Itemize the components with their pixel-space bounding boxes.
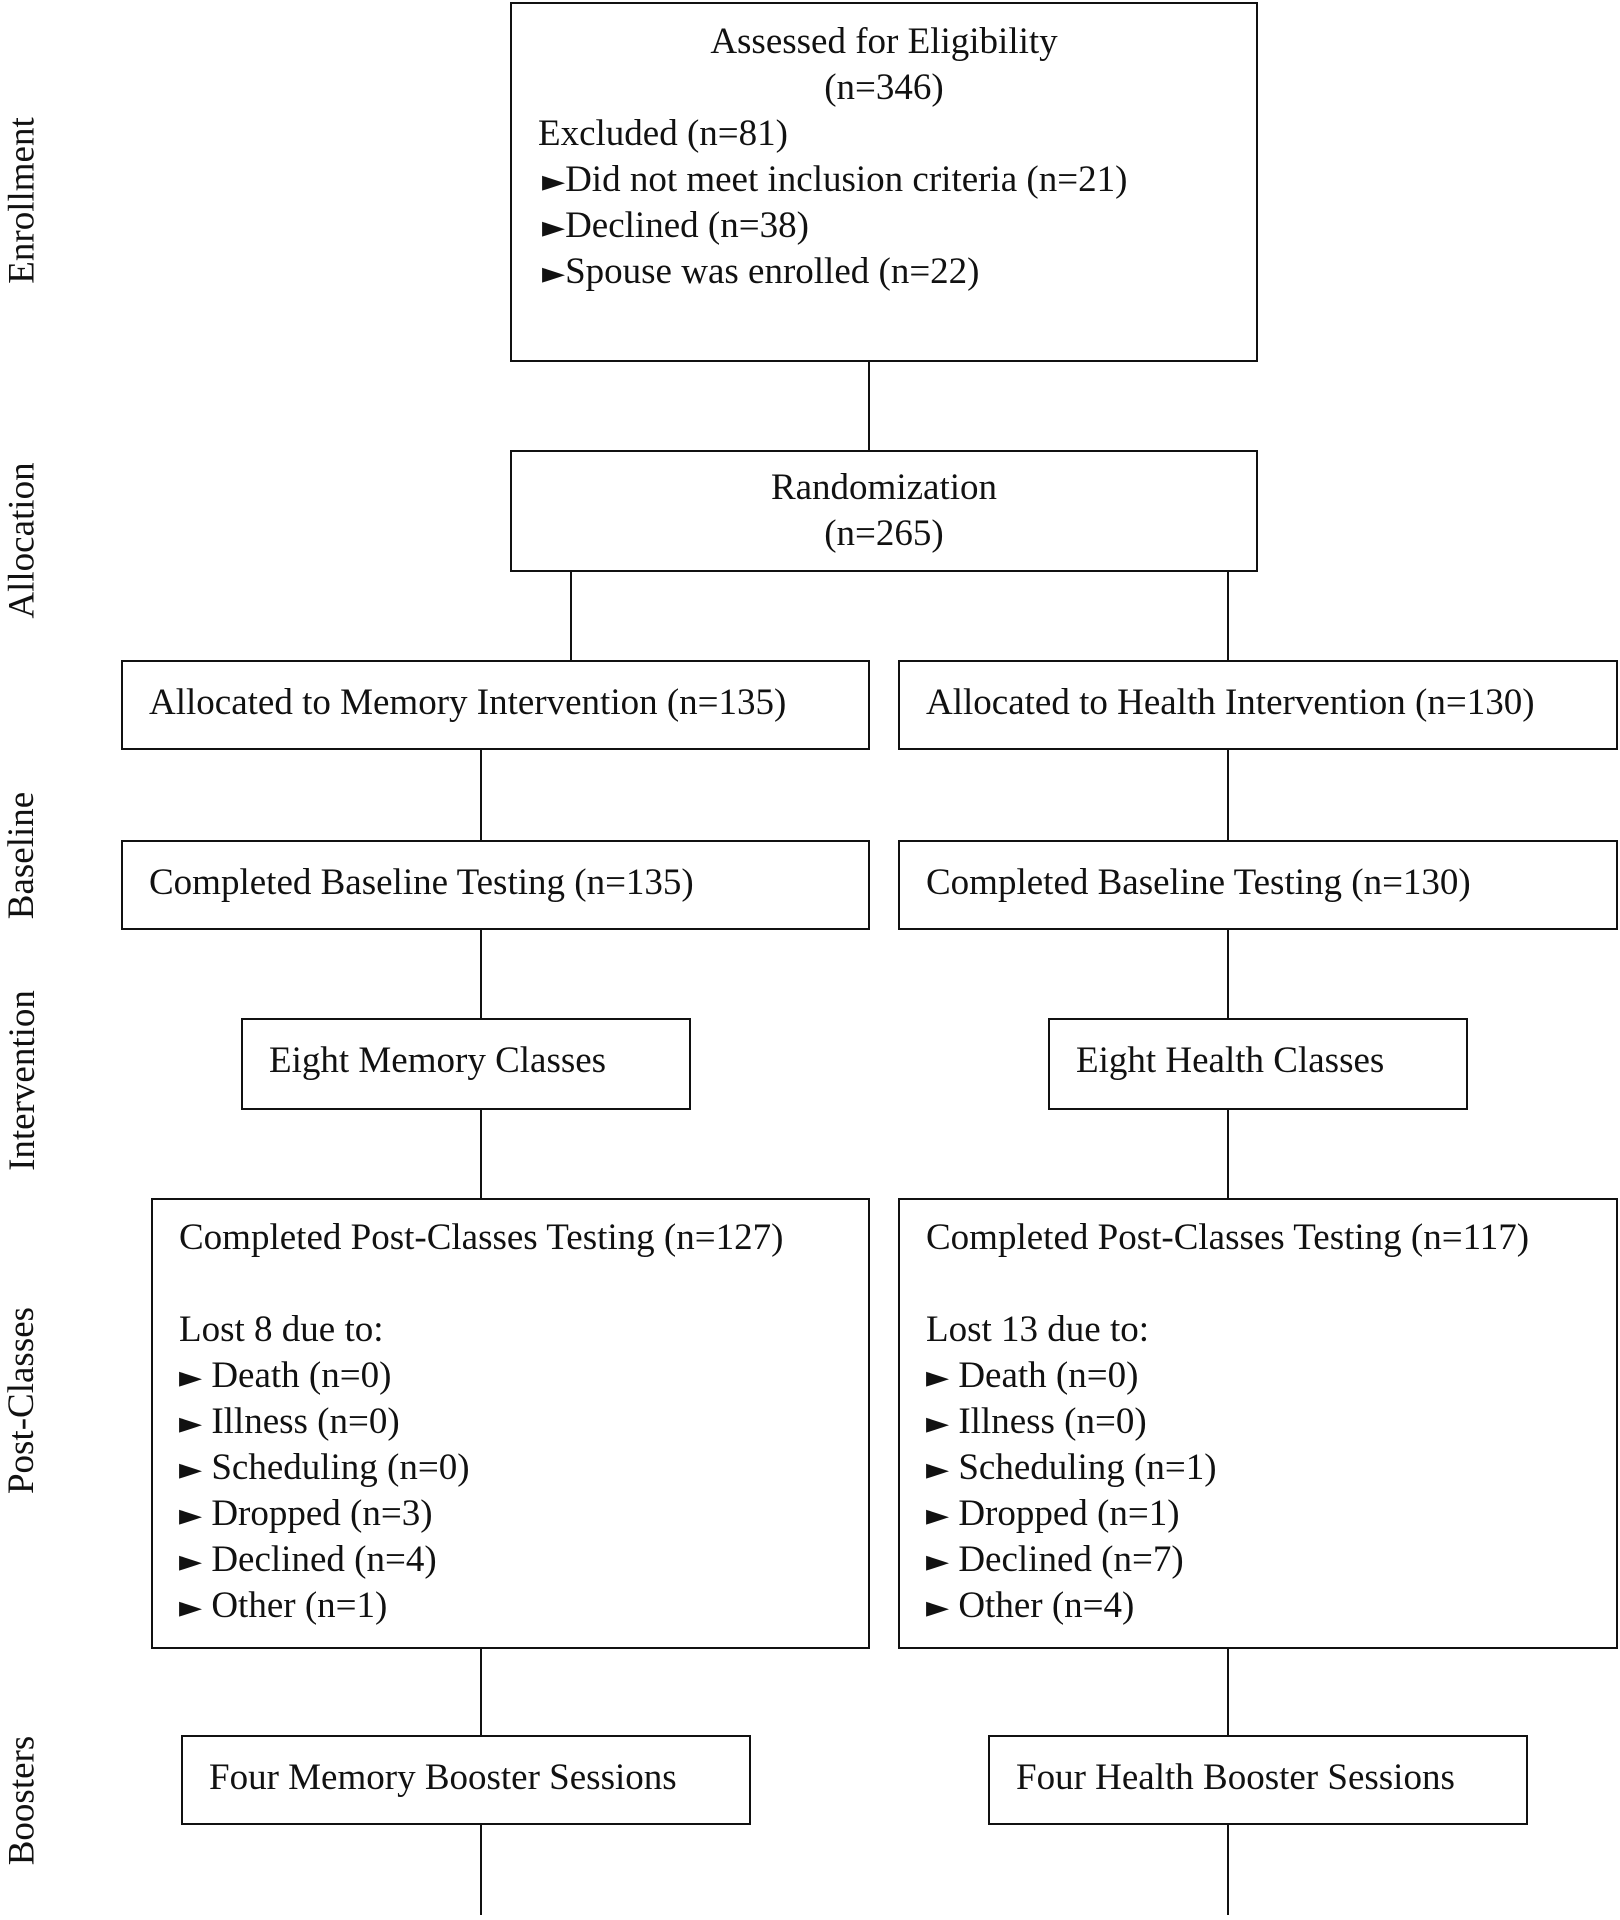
memory-lost-label: Lost 8 due to: — [179, 1309, 384, 1350]
health-classes-box: Eight Health Classes — [1048, 1018, 1468, 1110]
memory-allocated-box: Allocated to Memory Intervention (n=135) — [121, 660, 870, 750]
health-lost-reason: ► Dropped (n=1) — [926, 1493, 1180, 1534]
health-lost-reason: ► Illness (n=0) — [926, 1401, 1147, 1442]
memory-baseline-box: Completed Baseline Testing (n=135) — [121, 840, 870, 930]
randomization-title: Randomization — [770, 467, 998, 508]
health-lost-reason: ► Other (n=4) — [926, 1585, 1135, 1626]
arrow-icon: ► — [179, 1590, 203, 1625]
memory-lost-reason: ► Scheduling (n=0) — [179, 1447, 470, 1488]
arrow-icon: ► — [179, 1498, 203, 1533]
arrow-icon: ► — [179, 1406, 203, 1441]
health-lost-reason: ► Scheduling (n=1) — [926, 1447, 1217, 1488]
connector-memory-post-boosters — [480, 1647, 482, 1735]
arrow-icon: ► — [179, 1360, 203, 1395]
arrow-icon: ► — [542, 210, 566, 245]
excluded-reason: ►Spouse was enrolled (n=22) — [542, 251, 980, 292]
health-classes-label: Eight Health Classes — [1076, 1040, 1385, 1081]
stage-label-enrollment: Enrollment — [1, 116, 43, 284]
stage-label-post-classes: Post-Classes — [1, 1306, 43, 1494]
memory-boosters-box: Four Memory Booster Sessions — [181, 1735, 751, 1825]
arrow-icon: ► — [926, 1360, 950, 1395]
memory-lost-reason: ► Dropped (n=3) — [179, 1493, 433, 1534]
stage-label-allocation: Allocation — [1, 461, 43, 619]
arrow-icon: ► — [542, 164, 566, 199]
memory-classes-box: Eight Memory Classes — [241, 1018, 691, 1110]
randomization-count: (n=265) — [824, 513, 944, 554]
health-allocated-box: Allocated to Health Intervention (n=130) — [898, 660, 1618, 750]
health-post-box: Completed Post-Classes Testing (n=117) L… — [898, 1198, 1618, 1649]
memory-post-box: Completed Post-Classes Testing (n=127) L… — [151, 1198, 870, 1649]
health-boosters-label: Four Health Booster Sessions — [1016, 1757, 1455, 1798]
memory-lost-reason: ► Death (n=0) — [179, 1355, 392, 1396]
assessed-title: Assessed for Eligibility — [710, 21, 1058, 62]
connector-memory-allocated-baseline — [480, 748, 482, 840]
health-allocated-label: Allocated to Health Intervention (n=130) — [926, 682, 1535, 723]
connector-health-classes-post — [1227, 1108, 1229, 1200]
connector-memory-classes-post — [480, 1108, 482, 1200]
connector-health-boosters-end — [1227, 1823, 1229, 1915]
arrow-icon: ► — [179, 1544, 203, 1579]
arrow-icon: ► — [926, 1406, 950, 1441]
memory-lost-reason: ► Declined (n=4) — [179, 1539, 437, 1580]
arrow-icon: ► — [542, 256, 566, 291]
memory-baseline-label: Completed Baseline Testing (n=135) — [149, 862, 694, 903]
health-boosters-box: Four Health Booster Sessions — [988, 1735, 1528, 1825]
arrow-icon: ► — [926, 1498, 950, 1533]
health-baseline-label: Completed Baseline Testing (n=130) — [926, 862, 1471, 903]
arrow-icon: ► — [926, 1544, 950, 1579]
health-lost-reason: ► Declined (n=7) — [926, 1539, 1184, 1580]
health-lost-reason: ► Death (n=0) — [926, 1355, 1139, 1396]
excluded-reason: ►Did not meet inclusion criteria (n=21) — [542, 159, 1128, 200]
memory-allocated-label: Allocated to Memory Intervention (n=135) — [149, 682, 787, 723]
excluded-reason: ►Declined (n=38) — [542, 205, 809, 246]
connector-memory-boosters-end — [480, 1823, 482, 1915]
connector-health-baseline-classes — [1227, 928, 1229, 1020]
assessed-count: (n=346) — [824, 67, 944, 108]
connector-assessed-randomization — [868, 360, 870, 450]
connector-randomization-memory — [570, 570, 572, 660]
health-baseline-box: Completed Baseline Testing (n=130) — [898, 840, 1618, 930]
stage-label-boosters: Boosters — [1, 1735, 43, 1865]
assessed-box: Assessed for Eligibility (n=346) Exclude… — [510, 2, 1258, 362]
memory-boosters-label: Four Memory Booster Sessions — [209, 1757, 677, 1798]
connector-memory-baseline-classes — [480, 928, 482, 1020]
arrow-icon: ► — [926, 1452, 950, 1487]
connector-health-post-boosters — [1227, 1647, 1229, 1735]
memory-classes-label: Eight Memory Classes — [269, 1040, 607, 1081]
connector-health-allocated-baseline — [1227, 748, 1229, 840]
excluded-label: Excluded (n=81) — [538, 113, 788, 154]
randomization-box: Randomization (n=265) — [510, 450, 1258, 572]
health-lost-label: Lost 13 due to: — [926, 1309, 1150, 1350]
arrow-icon: ► — [179, 1452, 203, 1487]
stage-label-intervention: Intervention — [1, 989, 43, 1171]
memory-lost-reason: ► Illness (n=0) — [179, 1401, 400, 1442]
stage-label-baseline: Baseline — [1, 791, 43, 919]
arrow-icon: ► — [926, 1590, 950, 1625]
memory-lost-reason: ► Other (n=1) — [179, 1585, 388, 1626]
memory-post-label: Completed Post-Classes Testing (n=127) — [179, 1217, 784, 1258]
health-post-label: Completed Post-Classes Testing (n=117) — [926, 1217, 1530, 1258]
connector-randomization-health — [1227, 570, 1229, 660]
